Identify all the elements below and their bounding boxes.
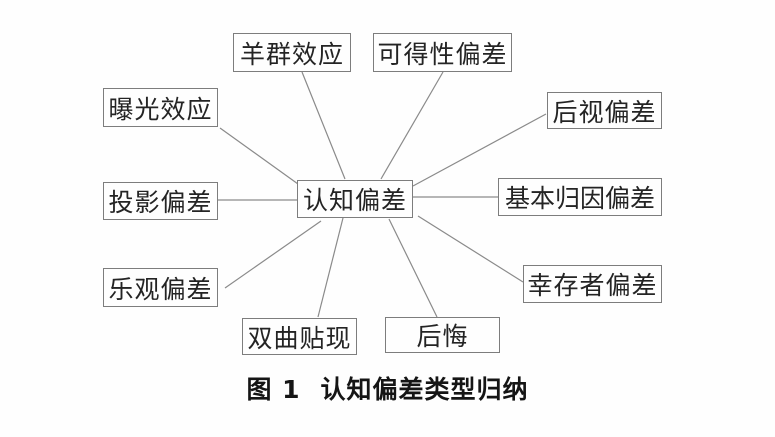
connector-hyperbolic <box>317 217 344 318</box>
node-projection-bias: 投影偏差 <box>103 182 218 220</box>
node-availability-bias: 可得性偏差 <box>373 33 512 72</box>
node-optimism-bias: 乐观偏差 <box>103 268 218 307</box>
connector-regret <box>388 218 438 318</box>
connector-availability <box>380 71 444 180</box>
connector-survivorship <box>417 215 524 283</box>
node-regret: 后悔 <box>385 317 500 353</box>
node-hyperbolic-discounting: 双曲贴现 <box>242 318 357 355</box>
node-survivorship-bias: 幸存者偏差 <box>523 265 662 303</box>
node-fundamental-attribution-bias: 基本归因偏差 <box>498 178 662 216</box>
node-cognitive-bias-center: 认知偏差 <box>297 180 413 218</box>
connector-exposure <box>219 127 299 185</box>
connector-optimism <box>224 220 322 289</box>
figure-caption-number: 图 1 <box>246 375 301 404</box>
figure-caption: 图 1 认知偏差类型归纳 <box>0 370 775 406</box>
node-herd-effect: 羊群效应 <box>233 33 351 72</box>
figure-caption-title: 认知偏差类型归纳 <box>320 375 529 404</box>
connector-hindsight <box>412 113 547 187</box>
node-hindsight-bias: 后视偏差 <box>547 92 662 129</box>
connector-herd <box>301 71 346 180</box>
node-exposure-effect: 曝光效应 <box>103 88 218 127</box>
